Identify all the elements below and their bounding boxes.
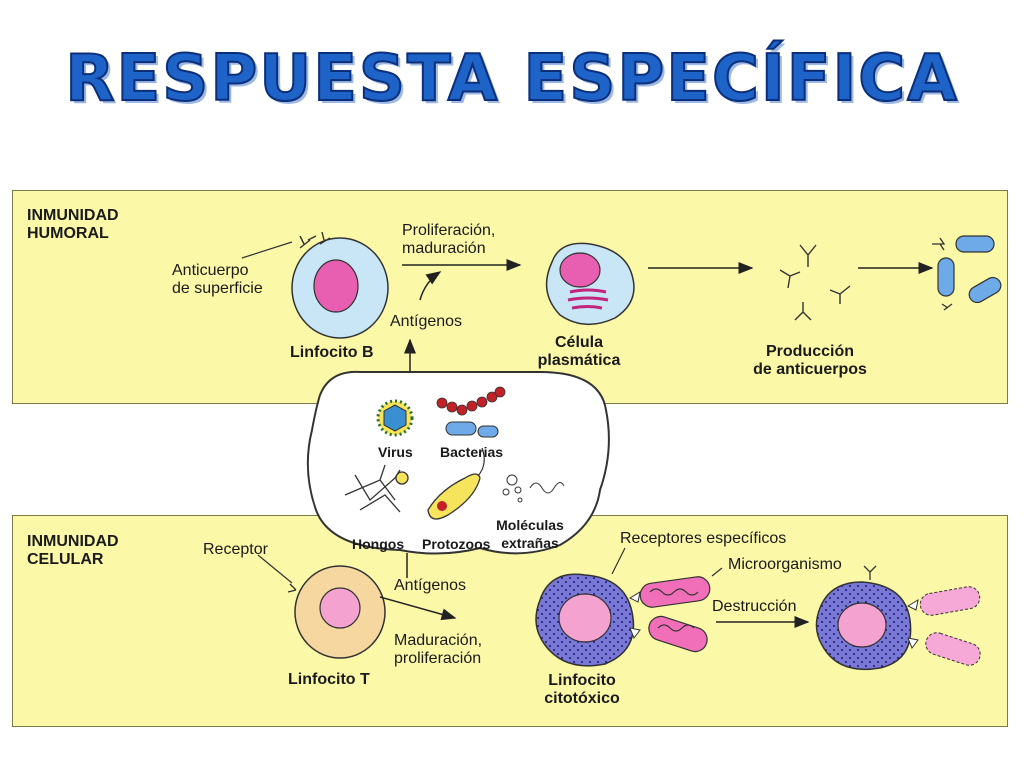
coated-bacteria [932,235,1002,311]
t-cell [287,565,386,659]
surface-antibody-label: Anticuerpo de superficie [172,262,263,297]
plasma-cell [545,242,635,325]
humoral-heading: INMUNIDAD HUMORAL [27,207,119,242]
humoral-antigens-label: Antígenos [390,313,463,330]
proliferation-label: Proliferación, maduración [402,222,496,257]
protozoa-label: Protozoos [422,536,491,552]
receptor-label: Receptor [203,541,268,558]
bacteria-label: Bacterias [440,444,504,460]
plasma-cell-label: Célula plasmática [537,334,621,369]
cytotoxic-label: Linfocito citotóxico [544,672,620,707]
specific-receptors-pointer [611,547,626,575]
antibody-production-label: Producción de anticuerpos [753,343,867,378]
antibodies [779,244,851,321]
virus-icon [376,399,414,437]
surface-antibody-pointer [241,241,293,259]
foreign-molecules-label: Moléculas extrañas [496,517,564,551]
cytotoxic-lymphocyte-2 [815,565,981,671]
destruction-label: Destrucción [712,598,797,615]
fungi-label: Hongos [352,536,405,552]
virus-label: Virus [378,444,413,460]
protozoa-icon [427,447,485,520]
page-title: RESPUESTA ESPECÍFICA [64,41,959,117]
celular-antigens-label: Antígenos [394,577,467,594]
celular-heading: INMUNIDAD CELULAR [27,533,119,568]
humoral-panel [12,190,1008,404]
foreign-molecules-icon [502,474,565,503]
bacteria-icon [436,386,506,438]
receptor-pointer [257,554,293,584]
antigen-arrow-b [419,271,442,301]
b-cell [291,231,389,339]
microorganisms [628,576,711,653]
maturation-label: Maduración, proliferación [394,632,483,667]
specific-receptors-label: Receptores específicos [620,530,787,547]
maturation-arrow [379,596,457,621]
t-cell-label: Linfocito T [288,671,370,688]
microorganism-pointer [711,567,723,577]
fungi-icon [344,464,409,513]
cytotoxic-lymphocyte [535,573,635,667]
microorganism-label: Microorganismo [728,556,842,573]
b-cell-label: Linfocito B [290,344,374,361]
